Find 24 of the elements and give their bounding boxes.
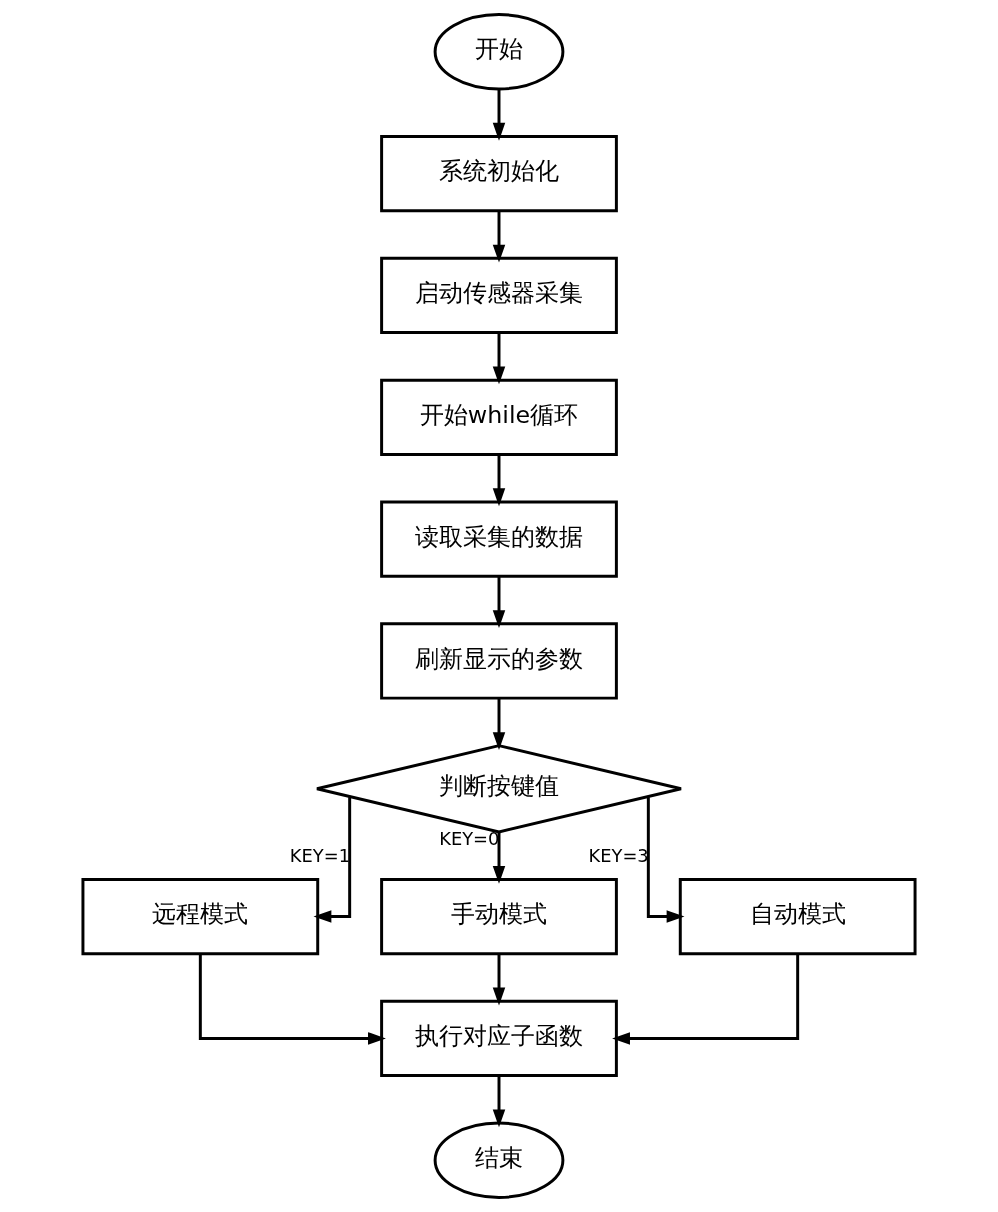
node-box: 自动模式 <box>678 877 917 956</box>
edge-label: KEY=3 <box>588 844 649 866</box>
arrow <box>492 953 506 1006</box>
arrow <box>492 576 506 629</box>
arrow <box>492 832 506 884</box>
arrow <box>492 1075 506 1128</box>
node-box: 刷新显示的参数 <box>380 622 618 700</box>
arrow <box>492 89 506 141</box>
node-box: 读取采集的数据 <box>380 500 618 578</box>
node-ellipse: 开始 <box>433 13 565 91</box>
node-box: 系统初始化 <box>380 134 618 213</box>
node-box: 启动传感器采集 <box>380 256 618 335</box>
arrow <box>492 698 506 751</box>
arrow <box>492 210 506 263</box>
node-box: 远程模式 <box>81 877 320 956</box>
node-box: 开始while循环 <box>380 378 618 456</box>
arrow <box>492 454 506 507</box>
arrow <box>646 797 685 923</box>
node-ellipse: 结束 <box>433 1121 565 1199</box>
arrow <box>612 953 800 1045</box>
node-box: 手动模式 <box>380 877 618 956</box>
arrow <box>492 332 506 385</box>
arrow <box>198 953 386 1045</box>
node-box: 执行对应子函数 <box>380 999 618 1078</box>
